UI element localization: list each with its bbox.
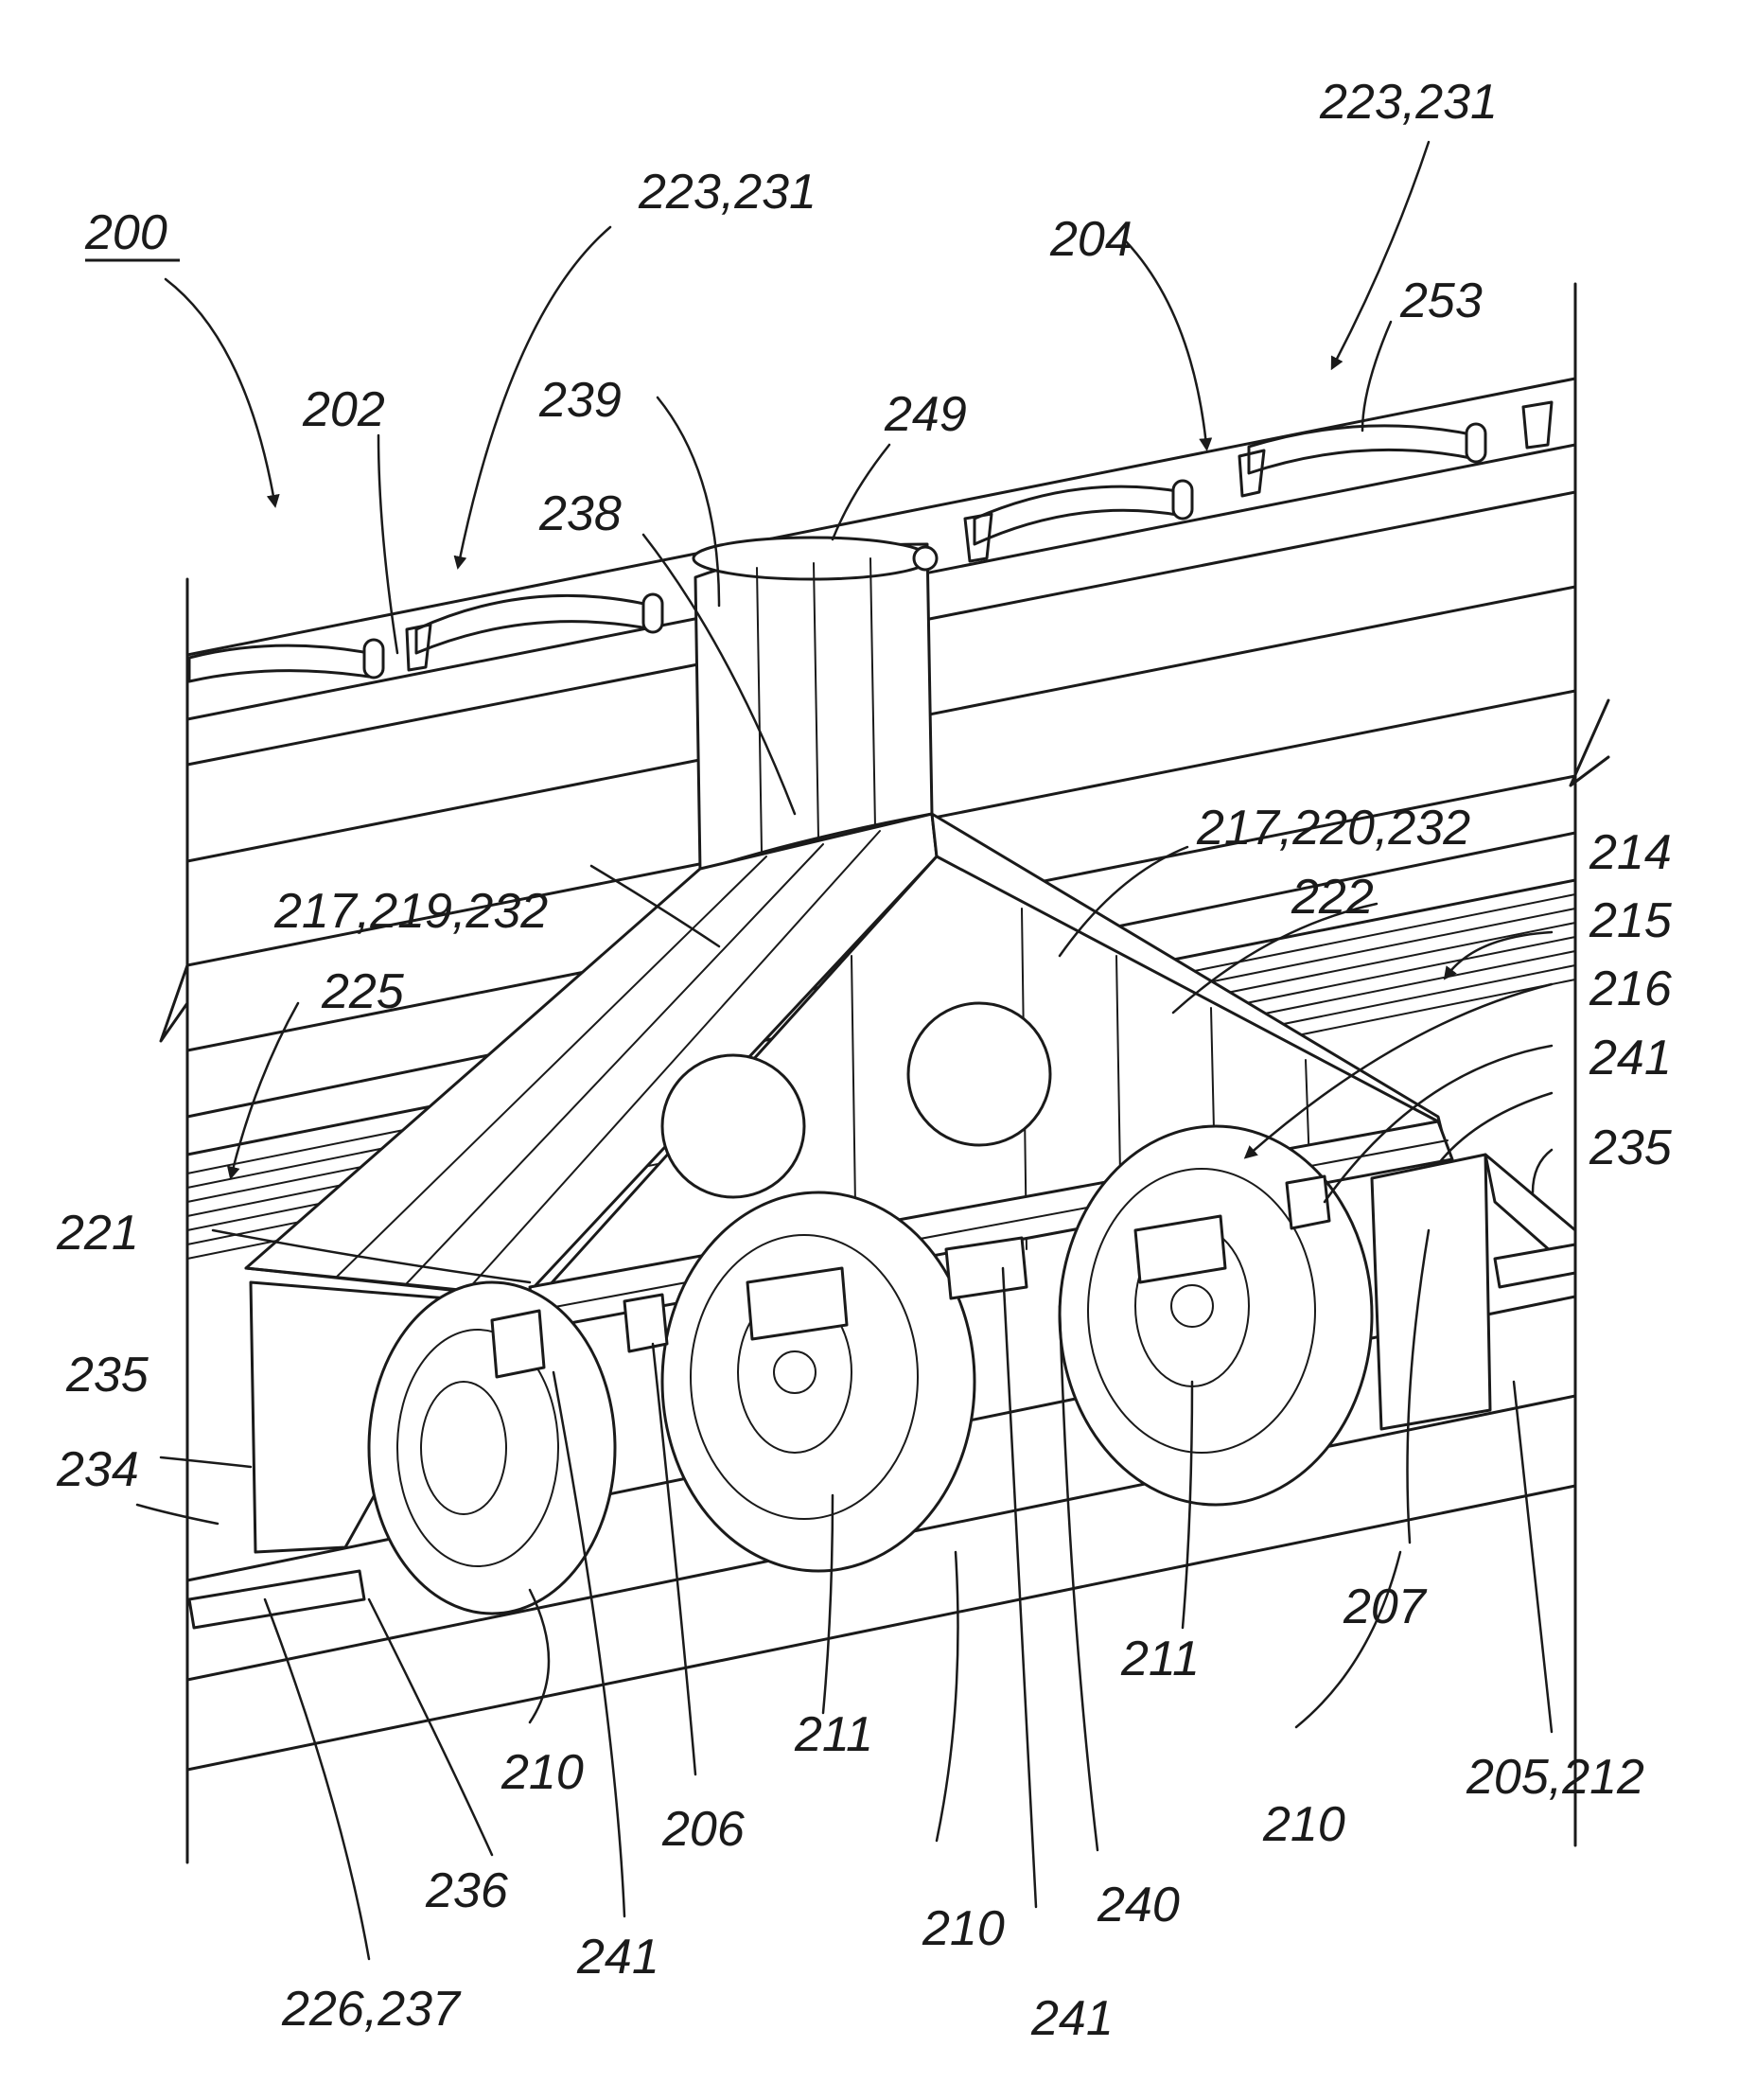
- label-214: 214: [1589, 825, 1672, 880]
- label-217-219-232: 217,219,232: [273, 884, 548, 939]
- label-241-c: 241: [1030, 1991, 1114, 2046]
- label-200: 200: [84, 205, 167, 260]
- label-202: 202: [302, 382, 385, 437]
- label-253: 253: [1399, 274, 1483, 328]
- label-205-212: 205,212: [1466, 1750, 1644, 1805]
- label-222: 222: [1291, 870, 1374, 925]
- wheel-2: [662, 1192, 975, 1571]
- label-207: 207: [1343, 1579, 1428, 1634]
- label-241-a: 241: [1589, 1031, 1672, 1085]
- label-210-middle: 210: [922, 1901, 1005, 1956]
- label-210-left: 210: [500, 1745, 584, 1800]
- label-217-220-232: 217,220,232: [1196, 801, 1470, 856]
- label-225: 225: [321, 964, 405, 1019]
- label-236: 236: [425, 1863, 508, 1918]
- label-211-left: 211: [794, 1707, 873, 1762]
- label-216: 216: [1589, 962, 1672, 1016]
- label-239: 239: [538, 373, 622, 428]
- label-221: 221: [56, 1206, 139, 1261]
- label-211-right: 211: [1120, 1632, 1200, 1686]
- label-206: 206: [661, 1802, 745, 1857]
- label-210-right: 210: [1262, 1797, 1345, 1852]
- label-235-right: 235: [1589, 1121, 1673, 1175]
- label-240: 240: [1097, 1878, 1180, 1932]
- label-223-231-a: 223,231: [638, 165, 817, 220]
- label-223-231-b: 223,231: [1319, 75, 1498, 130]
- label-238: 238: [538, 486, 622, 541]
- label-241-b: 241: [576, 1930, 659, 1985]
- label-235-left: 235: [65, 1348, 149, 1403]
- label-226-237: 226,237: [281, 1982, 462, 2037]
- label-234: 234: [56, 1442, 139, 1497]
- mud-flap: [1372, 1155, 1490, 1429]
- label-204: 204: [1049, 212, 1133, 267]
- label-215: 215: [1589, 893, 1673, 948]
- label-249: 249: [884, 387, 967, 442]
